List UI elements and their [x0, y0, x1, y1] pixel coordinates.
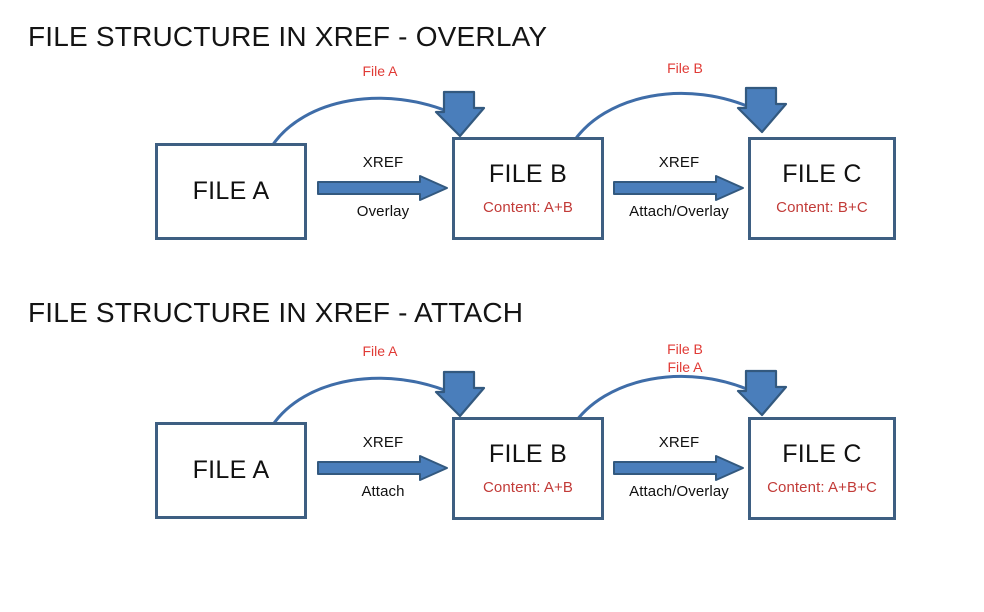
- file-box-b-2-title: FILE B: [488, 440, 568, 469]
- xref-arrow-a-to-b-2-top-label: XREF: [362, 434, 404, 451]
- file-box-b-2-content: Content: A+B: [482, 478, 573, 496]
- curve-label-file-b: File B: [667, 60, 703, 76]
- section-title-attach: FILE STRUCTURE IN XREF - ATTACH: [28, 297, 524, 328]
- file-box-b-content: Content: A+B: [482, 198, 573, 216]
- xref-arrow-a-to-b-2-bottom-label: Attach: [361, 483, 405, 500]
- file-box-c-2-title: FILE C: [782, 440, 862, 469]
- file-box-a-2[interactable]: FILE A: [155, 422, 307, 519]
- file-box-c-content: Content: B+C: [776, 198, 868, 216]
- xref-arrow-b-to-c: [613, 175, 744, 201]
- file-box-a-title: FILE A: [192, 177, 270, 206]
- file-box-a-2-title: FILE A: [192, 456, 270, 485]
- file-box-b[interactable]: FILE B Content: A+B: [452, 137, 604, 240]
- curve-label-file-a: File A: [362, 63, 398, 79]
- file-box-c-title: FILE C: [782, 160, 862, 189]
- curve-label-line-2: File A: [667, 358, 703, 375]
- xref-arrow-a-to-b-2: [317, 455, 448, 481]
- file-box-c-2-content: Content: A+B+C: [767, 478, 877, 496]
- xref-arrow-b-to-c-2-bottom-label: Attach/Overlay: [629, 483, 729, 500]
- curve-label-file-b-file-a: File B File A: [615, 341, 755, 376]
- xref-arrow-a-to-b-bottom-label: Overlay: [356, 203, 410, 220]
- xref-arrow-b-to-c-2: [613, 455, 744, 481]
- xref-arrow-a-to-b-top-label: XREF: [362, 154, 404, 171]
- xref-arrow-b-to-c-bottom-label: Attach/Overlay: [629, 203, 729, 220]
- xref-arrow-b-to-c-top-label: XREF: [658, 154, 700, 171]
- file-box-b-title: FILE B: [488, 160, 568, 189]
- file-box-b-2[interactable]: FILE B Content: A+B: [452, 417, 604, 520]
- xref-arrow-b-to-c-2-top-label: XREF: [658, 434, 700, 451]
- file-box-c[interactable]: FILE C Content: B+C: [748, 137, 896, 240]
- curve-label-file-a-2: File A: [362, 343, 398, 359]
- file-box-c-2[interactable]: FILE C Content: A+B+C: [748, 417, 896, 520]
- xref-arrow-a-to-b: [317, 175, 448, 201]
- file-box-a[interactable]: FILE A: [155, 143, 307, 240]
- section-title-overlay: FILE STRUCTURE IN XREF - OVERLAY: [28, 21, 548, 52]
- curve-label-line-1: File B: [667, 341, 703, 357]
